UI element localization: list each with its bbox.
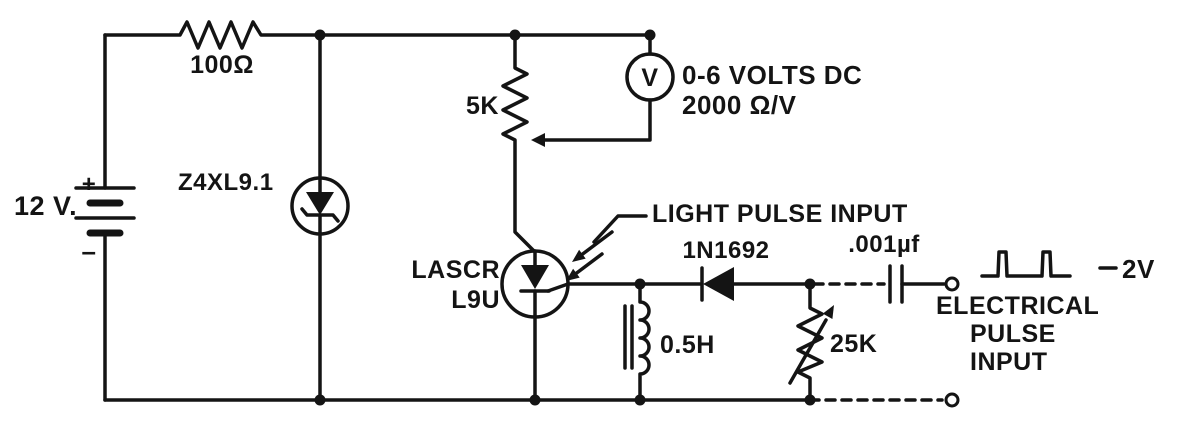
zener-branch bbox=[290, 33, 350, 402]
signal-terminal-icon bbox=[944, 276, 960, 292]
junction-dots bbox=[314, 29, 816, 406]
light-arrow-1-head-icon bbox=[572, 249, 586, 262]
inductor-coil bbox=[638, 282, 651, 402]
capacitor-symbol bbox=[888, 264, 904, 304]
wiper-arrowhead-icon bbox=[531, 133, 545, 147]
battery-plus-sign: + bbox=[82, 171, 97, 198]
voltmeter-sensitivity-label: 2000 Ω/V bbox=[682, 90, 797, 120]
diode-part-label: 1N1692 bbox=[682, 237, 769, 264]
inductor-symbol bbox=[623, 282, 651, 402]
diode-symbol bbox=[700, 266, 734, 302]
pulse-waveform-trace bbox=[980, 250, 1072, 278]
lascr-part-label: L9U bbox=[451, 286, 500, 314]
wires bbox=[103, 20, 944, 402]
electrical-input-label-line1: ELECTRICAL bbox=[936, 292, 1099, 320]
pulse-waveform-icon bbox=[980, 250, 1118, 278]
junction-dot bbox=[644, 29, 656, 41]
light-pulse-arrows bbox=[566, 214, 648, 281]
battery-voltage-label: 12 V. bbox=[14, 191, 77, 221]
capacitor-label: .001µf bbox=[848, 231, 920, 258]
battery-symbol bbox=[74, 33, 136, 402]
pulse-amplitude-label: 2V bbox=[1122, 254, 1155, 284]
top-wire-and-resistor-100 bbox=[103, 20, 652, 50]
junction-dot bbox=[314, 394, 326, 406]
junction-dot bbox=[509, 29, 521, 41]
battery-minus-sign: – bbox=[82, 236, 97, 266]
lascr-symbol bbox=[500, 249, 570, 402]
voltmeter-wiper-lead bbox=[542, 98, 652, 142]
light-pulse-input-label: LIGHT PULSE INPUT bbox=[652, 200, 908, 228]
zener-part-label: Z4XL9.1 bbox=[178, 169, 274, 196]
scr-gate-lead bbox=[546, 282, 570, 293]
resistor-100-label: 100Ω bbox=[190, 51, 254, 79]
pot-25k-zigzag bbox=[796, 282, 824, 402]
light-arrow-2-shaft bbox=[572, 252, 604, 277]
voltmeter-range-label: 0-6 VOLTS DC bbox=[682, 60, 862, 90]
electrical-input-label-line2: PULSE bbox=[970, 320, 1056, 348]
inductor-label: 0.5H bbox=[660, 331, 715, 359]
return-terminal-icon bbox=[944, 392, 960, 408]
pot-25k-label: 25K bbox=[830, 330, 877, 358]
junction-dot bbox=[529, 394, 541, 406]
pot-25k-symbol bbox=[788, 282, 834, 402]
junction-dot bbox=[634, 278, 646, 290]
light-arrow-2-head-icon bbox=[566, 268, 580, 281]
junction-dot bbox=[314, 29, 326, 41]
pot-5k-symbol bbox=[501, 33, 536, 253]
lascr-name-label: LASCR bbox=[411, 256, 500, 284]
pot-25k-arrowhead-icon bbox=[822, 305, 834, 319]
light-arrow-1-shaft bbox=[578, 230, 614, 258]
light-label-leader-line bbox=[592, 214, 648, 244]
pot-5k-label: 5K bbox=[466, 92, 499, 120]
junction-dot bbox=[804, 394, 816, 406]
scr-triangle bbox=[521, 265, 549, 289]
junction-dot bbox=[804, 278, 816, 290]
zener-diode-triangle bbox=[306, 192, 334, 215]
voltmeter-letter: V bbox=[641, 64, 658, 92]
junction-dot bbox=[634, 394, 646, 406]
pot-25k-arrow-shaft bbox=[788, 318, 828, 385]
electrical-input-label-line3: INPUT bbox=[970, 348, 1048, 376]
diode-triangle bbox=[703, 267, 734, 301]
voltmeter bbox=[531, 33, 675, 147]
